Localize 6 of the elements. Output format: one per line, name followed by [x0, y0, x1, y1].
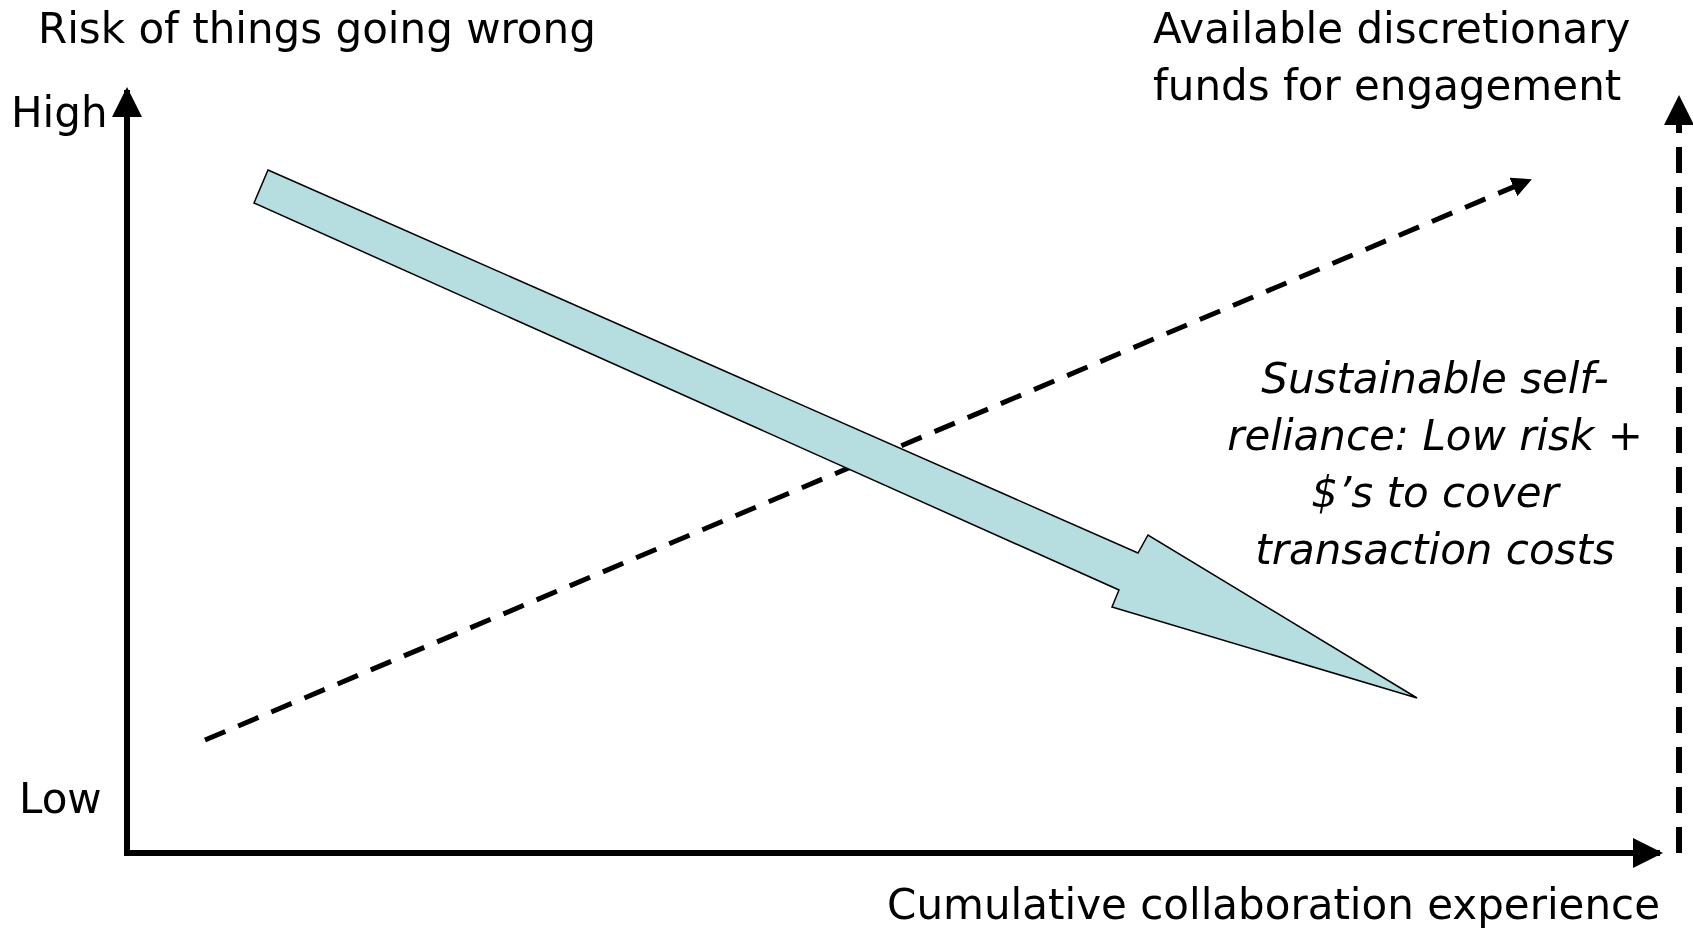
- axis-title: Risk of things going wrong: [38, 4, 596, 53]
- axis-title: Available discretionary funds for engagement: [1153, 4, 1631, 110]
- axis-label: High: [11, 88, 108, 137]
- annotation-text: Sustainable self-reliance: Low risk + $’s to cover transaction costs: [1227, 354, 1643, 574]
- axis-label: Low: [19, 774, 102, 823]
- axis-title: Cumulative collaboration experience: [887, 880, 1660, 929]
